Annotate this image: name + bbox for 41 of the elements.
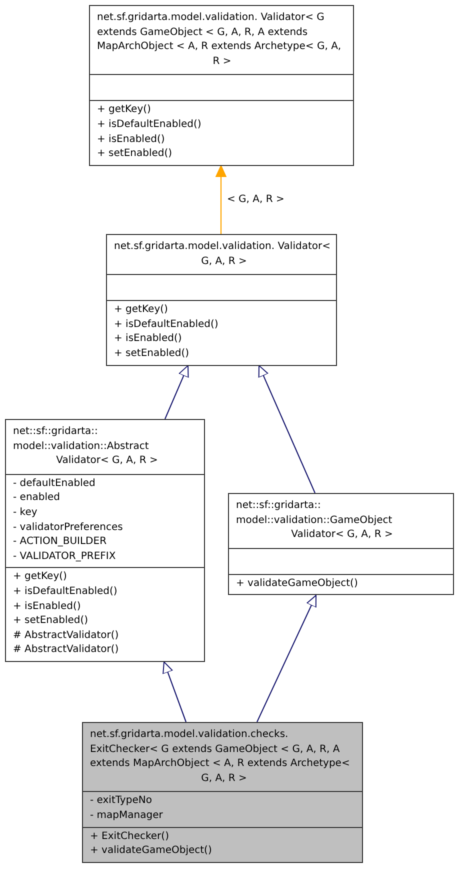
attribute-text: - exitTypeNo bbox=[90, 794, 153, 808]
class-name: net::sf::gridarta:: model::validation::Abstract Validator< G, A, R > bbox=[13, 425, 159, 468]
edge-label: < G, A, R > bbox=[227, 193, 284, 206]
attribute-text: - ACTION_BUILDER bbox=[13, 535, 108, 550]
method-text: + isDefaultEnabled() bbox=[97, 118, 202, 132]
method-text: + isEnabled() bbox=[114, 332, 183, 346]
method-text: + isEnabled() bbox=[13, 600, 82, 614]
attribute-text: - key bbox=[13, 506, 38, 520]
inheritance-arrow bbox=[258, 365, 316, 494]
method-text: + getKey() bbox=[13, 570, 68, 584]
inheritance-arrow bbox=[164, 365, 189, 420]
class-box bbox=[228, 493, 454, 596]
class-box bbox=[89, 5, 354, 166]
method-text: + setEnabled() bbox=[97, 147, 174, 162]
method-text: + getKey() bbox=[97, 103, 152, 118]
attribute-text: - mapManager bbox=[90, 808, 164, 823]
method-text: + isDefaultEnabled() bbox=[114, 318, 220, 332]
attribute-text: - enabled bbox=[13, 491, 62, 506]
inheritance-arrow bbox=[256, 594, 316, 722]
inheritance-arrow bbox=[162, 661, 187, 722]
method-text: + isEnabled() bbox=[97, 132, 166, 147]
attribute-text: - validatorPreferences bbox=[13, 520, 124, 535]
class-box bbox=[106, 234, 337, 366]
class-name: net.sf.gridarta.model.validation. Validator< G, A, R > bbox=[114, 240, 332, 269]
method-text: + isDefaultEnabled() bbox=[13, 584, 118, 599]
method-text: # AbstractValidator() bbox=[13, 628, 120, 643]
method-text: + validateGameObject() bbox=[90, 844, 213, 858]
method-text: + setEnabled() bbox=[13, 614, 90, 628]
class-box bbox=[82, 722, 363, 863]
class-box bbox=[5, 419, 205, 662]
method-text: + ExitChecker() bbox=[90, 830, 170, 844]
class-name: net::sf::gridarta:: model::validation::GameObject Validator< G, A, R > bbox=[236, 499, 394, 542]
attribute-text: - VALIDATOR_PREFIX bbox=[13, 550, 117, 564]
attribute-text: - defaultEnabled bbox=[13, 476, 96, 491]
method-text: + getKey() bbox=[114, 303, 169, 318]
method-text: + setEnabled() bbox=[114, 346, 190, 361]
class-name: net.sf.gridarta.model.validation. Validator< G extends GameObject < G, A, R, A extends MapArchObject < A, R extends Archetype< G, A, R > bbox=[97, 11, 342, 69]
method-text: + validateGameObject() bbox=[236, 576, 359, 591]
arrow bbox=[216, 165, 226, 234]
method-text: # AbstractValidator() bbox=[13, 643, 120, 658]
class-name: net.sf.gridarta.model.validation.checks. ExitChecker< G extends GameObject < G, A, R, A extends MapArchObject < A, R extends Archetype< G, A, R > bbox=[90, 728, 351, 786]
